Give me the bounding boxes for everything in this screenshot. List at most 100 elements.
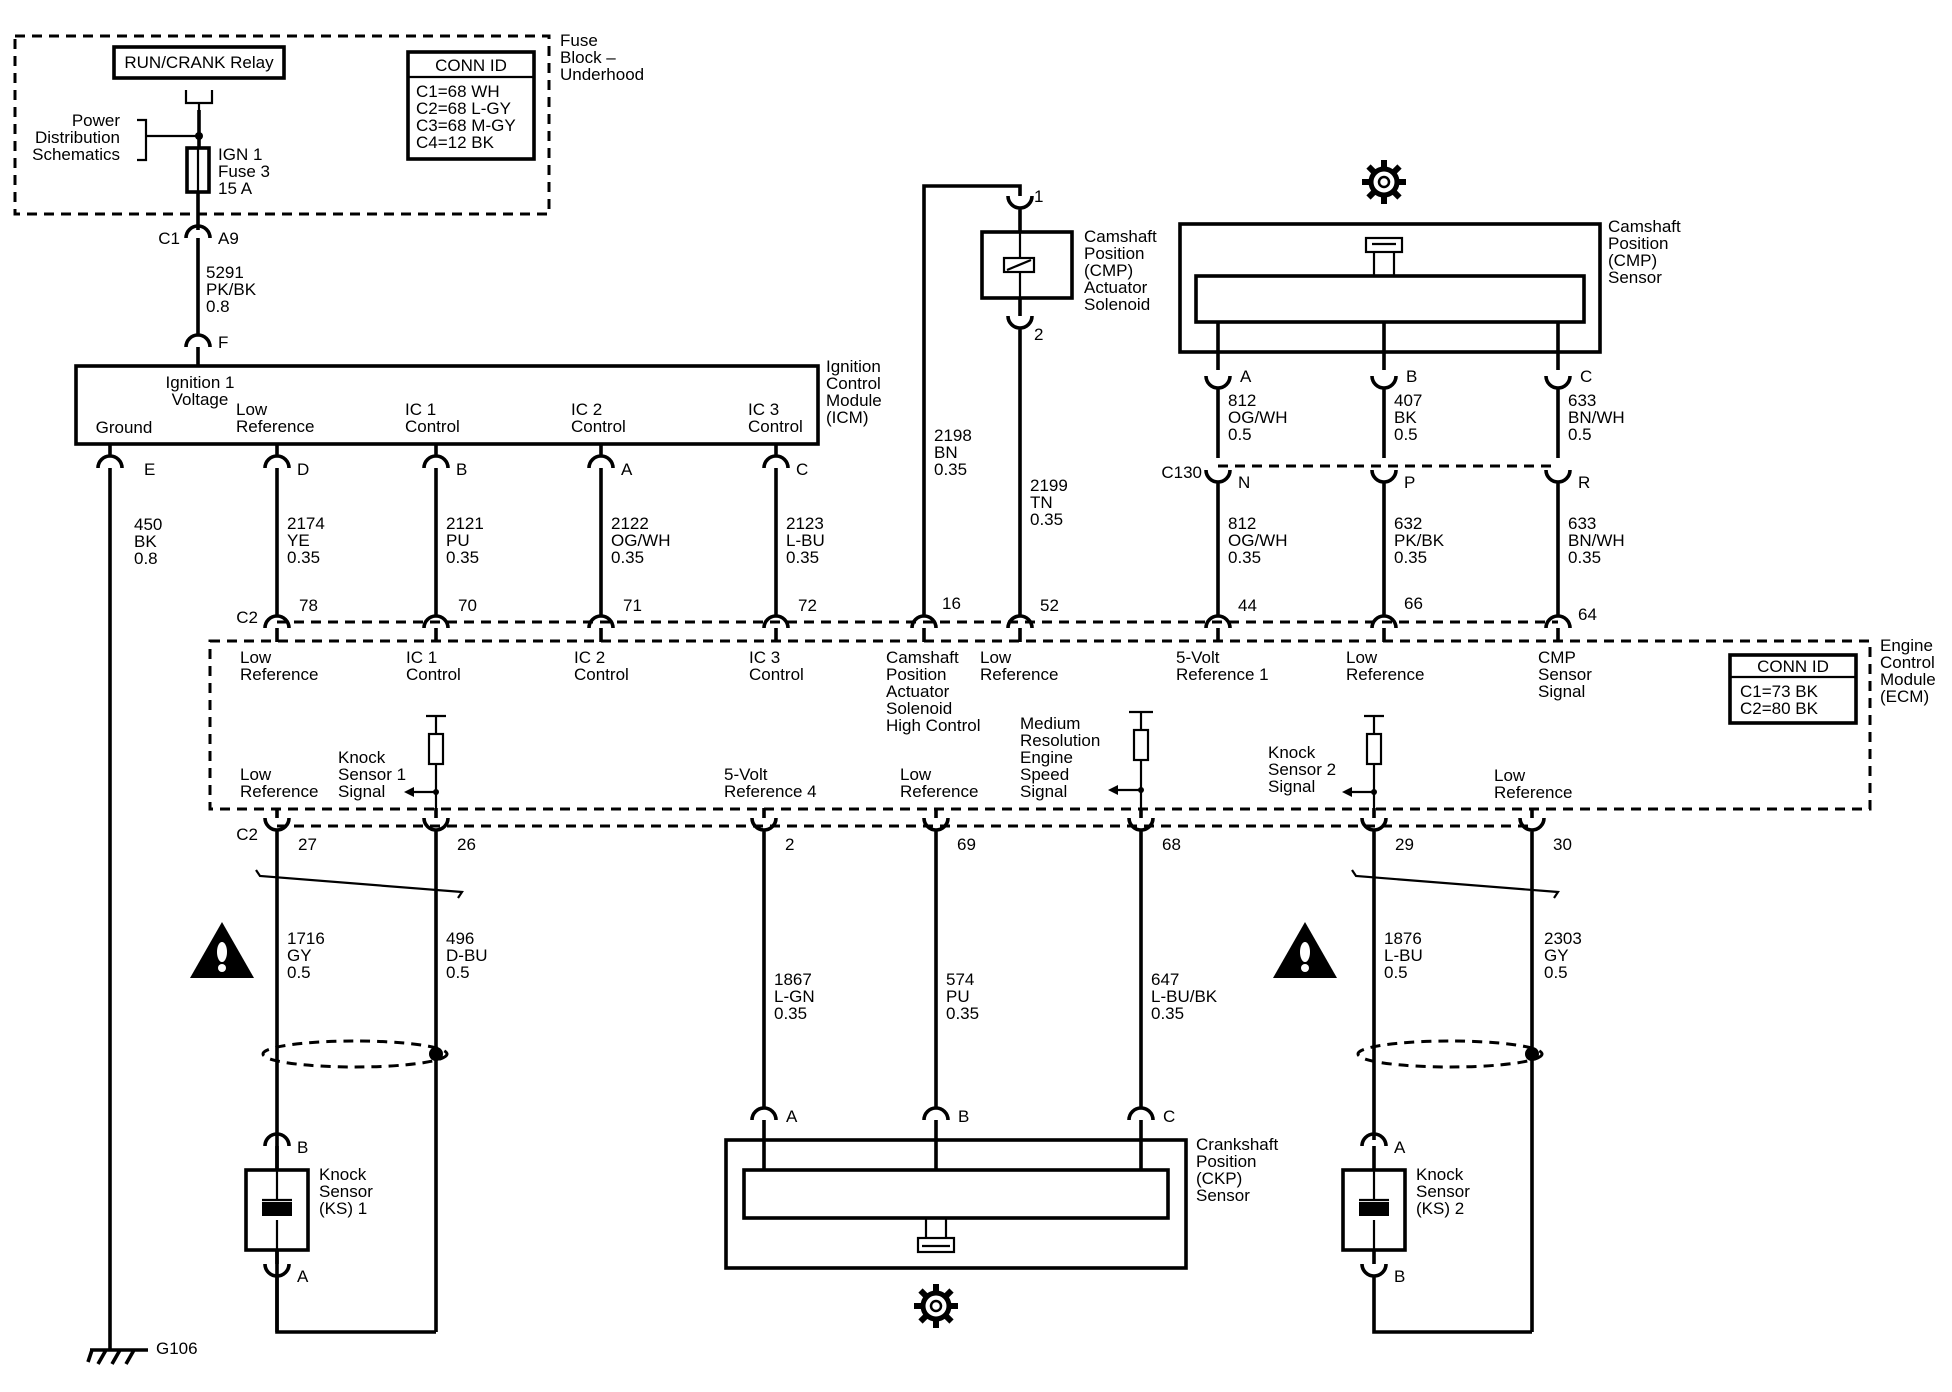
ks2-twist-mark [1351,869,1560,899]
ks1-crystal-icon [262,1202,292,1216]
ks1-signal-circuit-icon [404,714,446,808]
ckp-gear-icon [914,1284,958,1328]
icm-pin-a [587,444,615,469]
connector-c1-label: C1 [158,229,180,248]
ks2-shield [1356,1039,1544,1069]
svg-text:70: 70 [458,596,477,615]
ks1-pin-a [263,1250,436,1334]
svg-text:52: 52 [1040,596,1059,615]
ecm-conn-id-title: CONN ID [1757,657,1829,676]
ks2-pin-b [1360,1250,1532,1334]
ecm-conn-id-box [1728,653,1858,725]
ecm-top-connector: C2 78 70 71 72 16 52 44 66 64 [236,594,1597,642]
ks1-shield [261,1039,449,1069]
ecm-top-c2-label: C2 [236,608,258,627]
ckp-magnet-icon [916,1236,956,1254]
svg-text:2: 2 [785,835,794,854]
connector-a9-pin: A9 [218,229,239,248]
svg-text:64: 64 [1578,605,1597,624]
fuse-block-boundary [13,34,551,216]
ks2-warning-icon [1273,922,1337,978]
icm-pin-c-label: C [796,460,808,479]
fuse-conn-id-box [406,50,536,161]
cmp-gear-icon [1362,160,1406,204]
connector-c130-label: C130 [1161,463,1202,482]
fuse-conn-id-title: CONN ID [435,56,507,75]
svg-text:72: 72 [798,596,817,615]
cmp-actuator-pin-1 [1006,195,1034,232]
icm-pin-connectors: E D B A C [96,444,808,479]
run-crank-relay-box [112,45,286,80]
c130-pin-p [1370,469,1398,616]
svg-text:78: 78 [299,596,318,615]
svg-text:2: 2 [1034,325,1043,344]
icm-pin-b [422,444,450,469]
icm-pin-b-label: B [456,460,467,479]
cmp-sensor-pin-c [1544,322,1572,458]
cmp-sensor-inner-box [1194,274,1586,324]
svg-text:B: B [958,1107,969,1126]
icm-box [74,364,820,446]
ground-g106-icon: G106 [86,1339,198,1365]
icm-pin-a-label: A [621,460,633,479]
svg-text:B: B [1394,1267,1405,1286]
ks1-twist-mark [255,869,464,899]
svg-text:26: 26 [457,835,476,854]
ecm-boundary [208,639,1872,811]
svg-text:A: A [786,1107,798,1126]
icm-pin-c [762,444,790,469]
svg-text:A: A [297,1267,309,1286]
connector-icm-f [184,333,212,348]
power-distribution-bracket [137,118,199,162]
cmp-sensor-pin-a [1204,322,1232,458]
relay-contact-icon [184,90,214,110]
medium-res-signal-circuit-icon [1108,710,1153,808]
ckp-inner-box [742,1168,1170,1220]
svg-text:71: 71 [623,596,642,615]
svg-text:A: A [1394,1138,1406,1157]
ks2-signal-circuit-icon [1342,714,1384,808]
c130-pin-r [1544,469,1572,616]
svg-text:B: B [297,1138,308,1157]
